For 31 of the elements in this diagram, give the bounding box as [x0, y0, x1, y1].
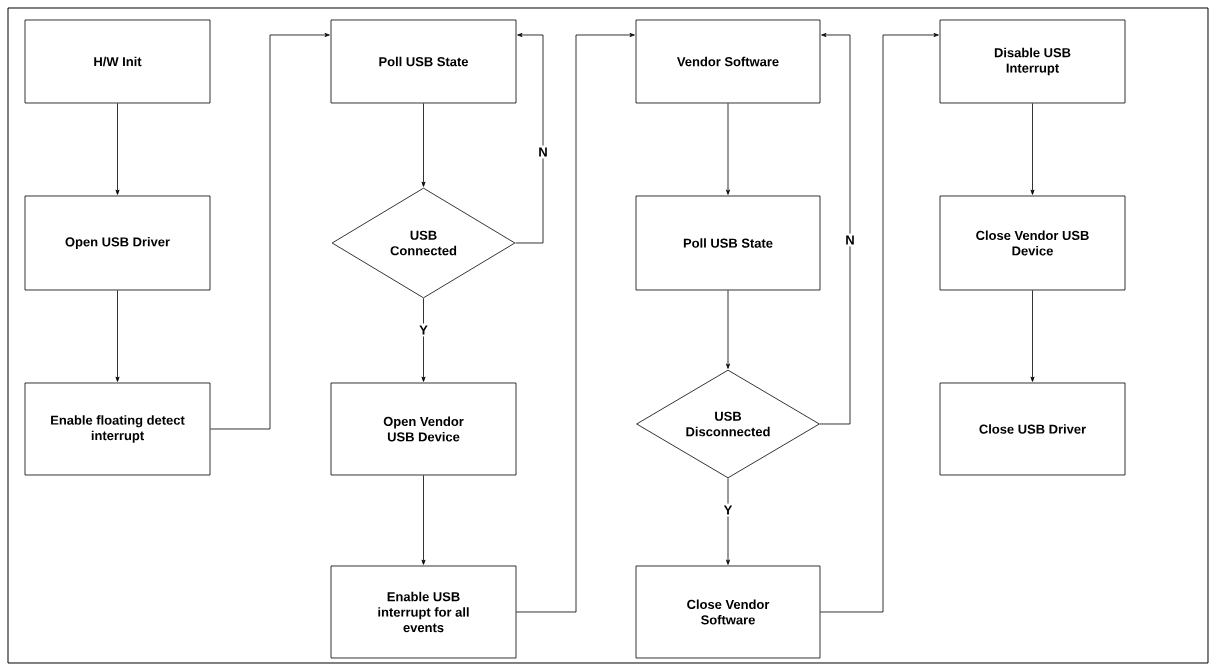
process-box: Vendor Software [635, 19, 821, 104]
process-box: Open Vendor USB Device [330, 382, 517, 476]
arrow [726, 103, 730, 195]
arrow [421, 298, 426, 382]
arrow [1030, 290, 1035, 382]
edge-label: Y [721, 503, 735, 517]
process-box: Poll USB State [330, 19, 517, 104]
process-box: H/W Init [24, 19, 211, 104]
edge-label: N [536, 145, 550, 159]
process-box: Open USB Driver [24, 195, 211, 291]
process-box: Enable USB interrupt for all events [330, 565, 517, 659]
arrow [421, 475, 426, 565]
arrow [515, 33, 544, 244]
edge-label: Y [417, 323, 430, 337]
arrow [210, 33, 330, 430]
arrow [819, 33, 851, 425]
process-box: Disable USB Interrupt [939, 19, 1126, 104]
arrow [1030, 103, 1035, 195]
arrow [726, 478, 730, 565]
arrow [115, 290, 120, 382]
process-box: Close Vendor USB Device [939, 195, 1126, 291]
process-box: Poll USB State [635, 195, 821, 291]
arrow [421, 103, 426, 187]
process-box: Close USB Driver [939, 382, 1126, 476]
arrow [726, 290, 730, 369]
process-box: Close Vendor Software [635, 565, 821, 659]
arrow [516, 33, 635, 613]
edge-label: N [843, 233, 857, 247]
process-box: Enable floating detect interrupt [24, 382, 211, 476]
arrow [115, 103, 120, 195]
arrow [820, 33, 939, 613]
